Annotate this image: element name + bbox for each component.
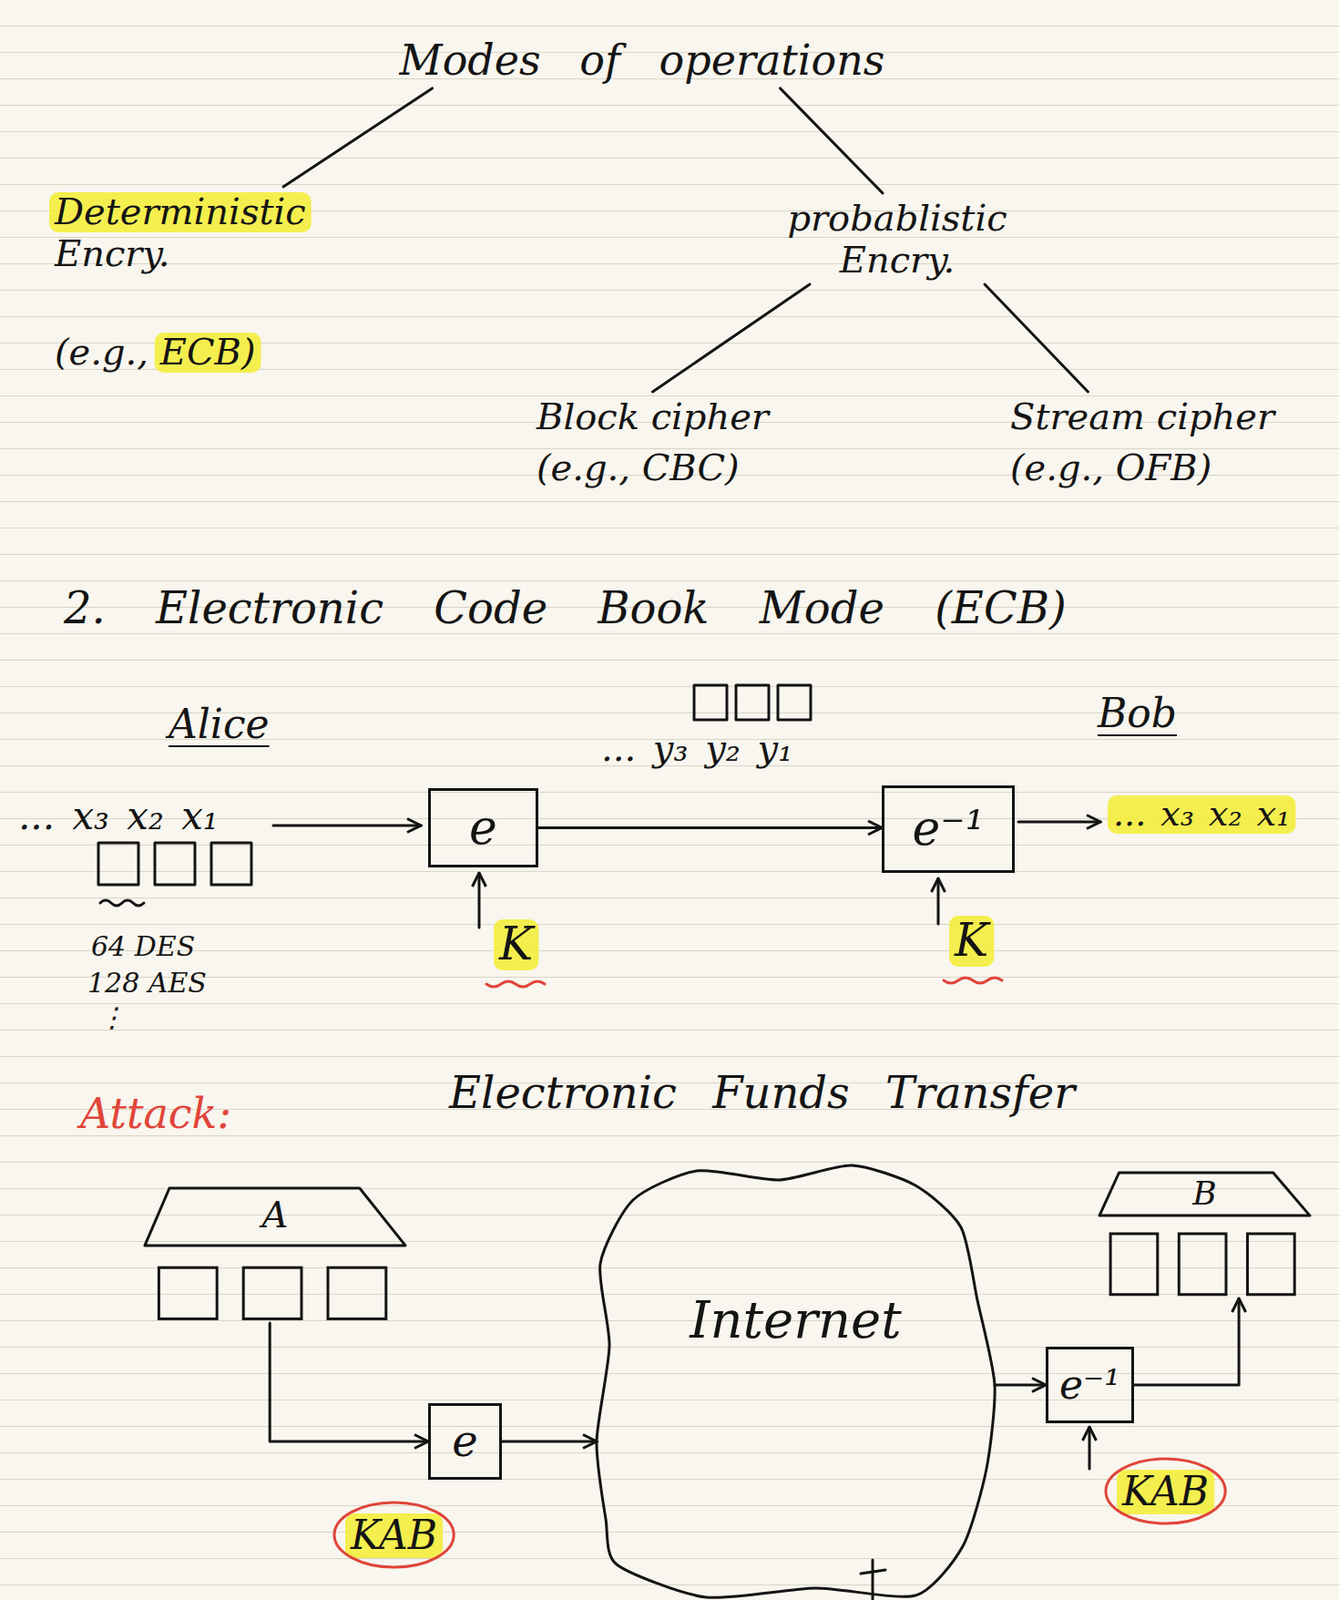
bank-window	[327, 1267, 387, 1319]
tree-leaf: Stream cipher (e.g., OFB)	[1006, 391, 1278, 492]
ciphertext-blocks: ... y₃ y₂ y₁	[601, 726, 793, 769]
tree-leaf: Block cipher (e.g., CBC)	[532, 391, 773, 492]
tree-root: Modes of operations	[396, 32, 890, 89]
ellipsis-mark: ⋮	[98, 1001, 126, 1034]
connector	[269, 1322, 429, 1442]
attack-heading: Attack:	[80, 1089, 232, 1138]
connector	[1134, 1298, 1239, 1385]
ring-layer	[334, 1458, 1226, 1567]
encrypt-box: e	[428, 787, 539, 868]
red-circle	[1105, 1458, 1226, 1523]
bank-window	[243, 1267, 302, 1319]
cloud-path	[596, 1165, 995, 1597]
connector	[994, 1383, 1046, 1387]
node-text: (e.g., OFB)	[1010, 446, 1275, 489]
highlight-mark	[1116, 1469, 1215, 1514]
node-text: probablistic Encry.	[755, 196, 1040, 281]
node-text: e	[451, 1415, 478, 1466]
decrypt-box: e⁻¹	[1045, 1346, 1135, 1423]
shared-key-label: KAB	[1122, 1468, 1209, 1515]
block-square	[211, 842, 252, 885]
connector	[652, 284, 810, 392]
plaintext-blocks: ... x₃ x₂ x₁	[18, 794, 219, 839]
node-text: Modes of operations	[399, 36, 886, 85]
node-text: (e.g., ECB)	[54, 330, 358, 373]
plaintext-blocks: ... x₃ x₂ x₁	[1113, 794, 1290, 835]
node-text: A	[143, 1193, 408, 1236]
block-square	[694, 684, 727, 720]
output-arrow	[1018, 820, 1101, 824]
bank-window	[1247, 1233, 1296, 1295]
brace-squiggle	[100, 899, 144, 906]
red-squiggle	[486, 981, 545, 987]
node-text: Block cipher	[536, 395, 769, 438]
key-label: K	[954, 914, 989, 968]
party-name: Bob	[1097, 690, 1177, 737]
block-size-note: 64 DES	[91, 930, 195, 963]
node-text: (e.g., CBC)	[536, 446, 769, 489]
block-square	[98, 842, 139, 885]
decrypt-box: e⁻¹	[881, 785, 1015, 873]
block-square	[735, 684, 769, 720]
key-label: K	[499, 918, 533, 972]
bank-building: B	[1097, 1168, 1312, 1299]
connector	[501, 1440, 597, 1443]
key-arrow	[937, 878, 941, 924]
bank-window	[1110, 1233, 1158, 1295]
tree-node: Deterministic Encry. (e.g., ECB)	[51, 186, 361, 377]
connector	[984, 284, 1088, 392]
bank-window	[158, 1267, 217, 1319]
shared-key-label: KAB	[350, 1512, 438, 1559]
block-square	[777, 684, 811, 720]
highlight-mark	[949, 915, 994, 967]
tree-node: probablistic Encry.	[751, 193, 1043, 285]
block-square	[154, 842, 195, 885]
party-name: Alice	[168, 701, 270, 748]
block-size-note: 128 AES	[87, 967, 207, 1000]
highlight-mark	[493, 919, 539, 971]
input-arrow	[273, 824, 421, 828]
node-text: e	[469, 800, 498, 856]
node-text: e⁻¹	[1059, 1361, 1121, 1409]
encrypt-box: e	[428, 1402, 502, 1480]
bank-window	[1178, 1233, 1227, 1295]
section-heading: 2. Electronic Code Book Mode (ECB)	[63, 582, 1067, 634]
internet-cloud: Internet	[596, 1163, 995, 1600]
highlight-layer	[49, 192, 1296, 1558]
attacker-mark	[860, 1569, 886, 1574]
connector	[538, 826, 882, 829]
node-text: Deterministic Encry.	[54, 190, 358, 275]
red-squiggle	[943, 977, 1002, 983]
highlight-mark	[1107, 795, 1296, 834]
highlight-mark	[345, 1512, 443, 1558]
node-text: B	[1097, 1174, 1312, 1212]
node-text: Internet	[596, 1290, 995, 1350]
bank-building: A	[143, 1184, 408, 1323]
scenario-title: Electronic Funds Transfer	[449, 1067, 1075, 1118]
cloud-outline	[596, 1163, 995, 1600]
red-circle	[334, 1502, 454, 1567]
key-arrow	[1088, 1426, 1092, 1469]
connector	[779, 88, 883, 194]
node-text: Stream cipher	[1010, 395, 1275, 438]
connector	[283, 88, 433, 187]
node-text: e⁻¹	[911, 801, 984, 857]
key-arrow	[478, 872, 481, 928]
